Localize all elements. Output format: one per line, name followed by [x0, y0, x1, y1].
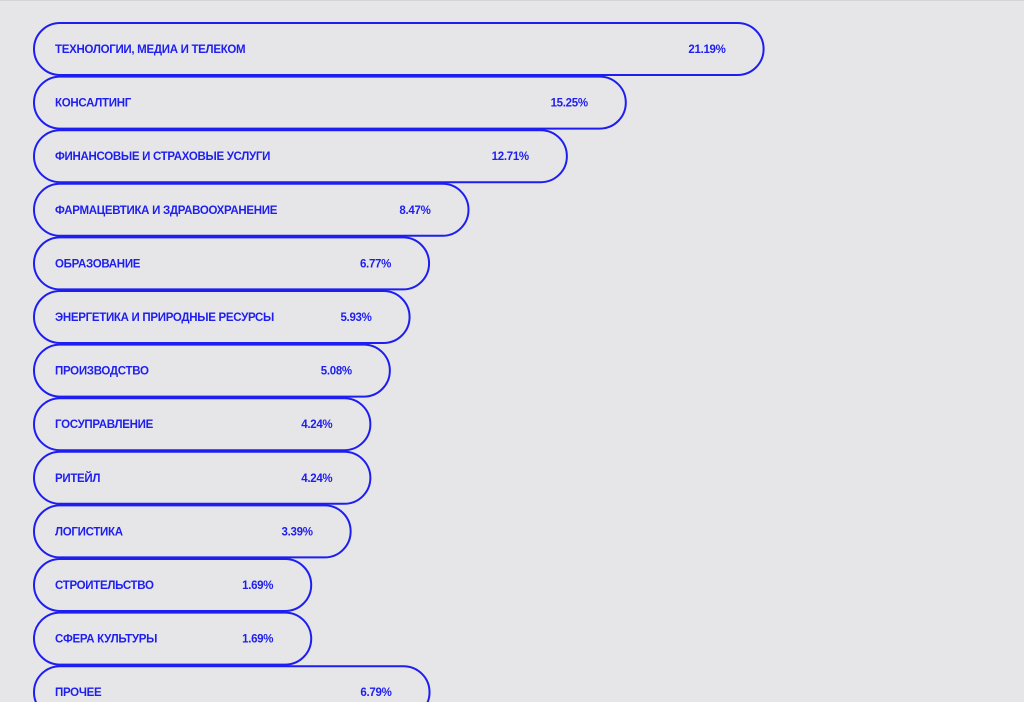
bar	[33, 665, 431, 702]
category-label: СФЕРА КУЛЬТУРЫ	[55, 634, 157, 646]
bar	[33, 397, 372, 452]
bar-row: КОНСАЛТИНГ 15.25%	[33, 75, 627, 130]
value-label: 1.69%	[242, 580, 273, 592]
bar-row: ЛОГИСТИКА 3.39%	[33, 504, 352, 559]
bar	[33, 504, 352, 559]
value-label: 5.93%	[340, 312, 371, 324]
value-label: 1.69%	[242, 634, 273, 646]
category-label: ЭНЕРГЕТИКА И ПРИРОДНЫЕ РЕСУРСЫ	[55, 312, 274, 324]
category-label: ЛОГИСТИКА	[55, 526, 123, 538]
value-label: 6.77%	[360, 258, 391, 270]
bar-row: ПРОЧЕЕ 6.79%	[33, 665, 431, 702]
value-label: 15.25%	[551, 98, 588, 110]
value-label: 8.47%	[399, 205, 430, 217]
category-label: ТЕХНОЛОГИИ, МЕДИА И ТЕЛЕКОМ	[55, 44, 245, 56]
category-label: ПРОЧЕЕ	[55, 687, 102, 699]
category-label: КОНСАЛТИНГ	[55, 98, 132, 110]
bar	[33, 75, 627, 130]
bar-row: ФИНАНСОВЫЕ И СТРАХОВЫЕ УСЛУГИ 12.71%	[33, 129, 568, 184]
bar-row: ФАРМАЦЕВТИКА И ЗДРАВООХРАНЕНИЕ 8.47%	[33, 182, 470, 237]
category-label: ФАРМАЦЕВТИКА И ЗДРАВООХРАНЕНИЕ	[55, 205, 278, 217]
bar-row: ЭНЕРГЕТИКА И ПРИРОДНЫЕ РЕСУРСЫ 5.93%	[33, 290, 411, 344]
bar	[33, 182, 470, 237]
value-label: 5.08%	[321, 366, 352, 378]
bar-row: ПРОИЗВОДСТВО 5.08%	[33, 343, 391, 398]
category-label: ПРОИЗВОДСТВО	[55, 366, 149, 378]
category-label: ГОСУПРАВЛЕНИЕ	[55, 419, 154, 431]
bar	[33, 611, 313, 666]
category-label: РИТЕЙЛ	[55, 472, 100, 485]
bar	[33, 129, 568, 184]
value-label: 12.71%	[492, 151, 529, 163]
top-divider	[0, 0, 1024, 1]
value-label: 3.39%	[282, 526, 313, 538]
bar	[33, 290, 411, 344]
bar	[33, 22, 765, 76]
value-label: 4.24%	[301, 473, 332, 485]
bar	[33, 236, 431, 291]
bar	[33, 450, 372, 505]
bar-row: ОБРАЗОВАНИЕ 6.77%	[33, 236, 431, 291]
value-label: 6.79%	[360, 687, 391, 699]
bar-row: РИТЕЙЛ 4.24%	[33, 450, 372, 505]
bar	[33, 558, 313, 612]
bar-row: ТЕХНОЛОГИИ, МЕДИА И ТЕЛЕКОМ 21.19%	[33, 22, 765, 76]
category-label: ОБРАЗОВАНИЕ	[55, 258, 141, 270]
value-label: 21.19%	[688, 44, 725, 56]
bar-row: СТРОИТЕЛЬСТВО 1.69%	[33, 558, 313, 612]
category-label: СТРОИТЕЛЬСТВО	[55, 580, 154, 592]
bar	[33, 343, 391, 398]
bar-row: СФЕРА КУЛЬТУРЫ 1.69%	[33, 611, 313, 666]
category-label: ФИНАНСОВЫЕ И СТРАХОВЫЕ УСЛУГИ	[55, 151, 270, 163]
bar-row: ГОСУПРАВЛЕНИЕ 4.24%	[33, 397, 372, 452]
value-label: 4.24%	[301, 419, 332, 431]
